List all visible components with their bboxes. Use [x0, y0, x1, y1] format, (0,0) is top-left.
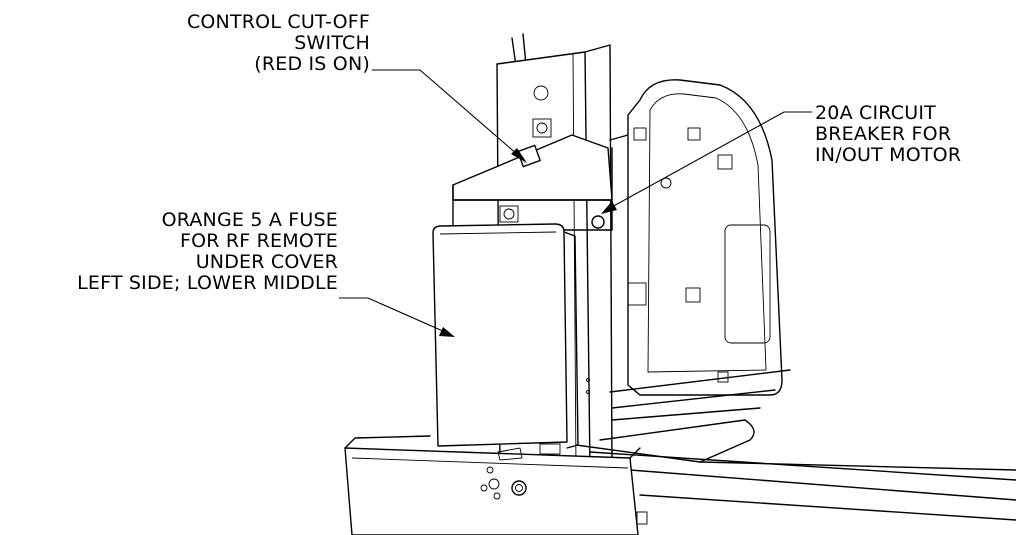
- callout-line: CONTROL CUT-OFF: [186, 11, 370, 33]
- frame-rails: [575, 369, 1016, 525]
- callout-circuit-breaker: 20A CIRCUIT BREAKER FOR IN/OUT MOTOR: [815, 103, 961, 166]
- fuse-cover: [432, 223, 579, 455]
- callout-cutoff-switch: CONTROL CUT-OFF SWITCH (RED IS ON): [187, 12, 370, 75]
- callout-line: LEFT SIDE; LOWER MIDDLE: [77, 272, 338, 294]
- callout-line: ORANGE 5 A FUSE: [161, 209, 338, 231]
- callout-line: SWITCH: [294, 32, 370, 54]
- front-plate: [344, 435, 641, 535]
- mast-holes: [586, 378, 590, 394]
- leader-cutoff-switch: [372, 69, 527, 163]
- leader-circuit-breaker: [601, 111, 812, 214]
- callout-line: 20A CIRCUIT: [815, 102, 936, 124]
- callout-fuse: ORANGE 5 A FUSE FOR RF REMOTE UNDER COVE…: [77, 210, 338, 294]
- callout-line: IN/OUT MOTOR: [815, 144, 962, 166]
- callout-line: FOR RF REMOTE: [179, 230, 338, 252]
- callout-line: BREAKER FOR: [815, 123, 952, 145]
- callout-line: UNDER COVER: [195, 251, 338, 273]
- leader-fuse: [339, 297, 455, 337]
- callout-line: (RED IS ON): [254, 53, 370, 75]
